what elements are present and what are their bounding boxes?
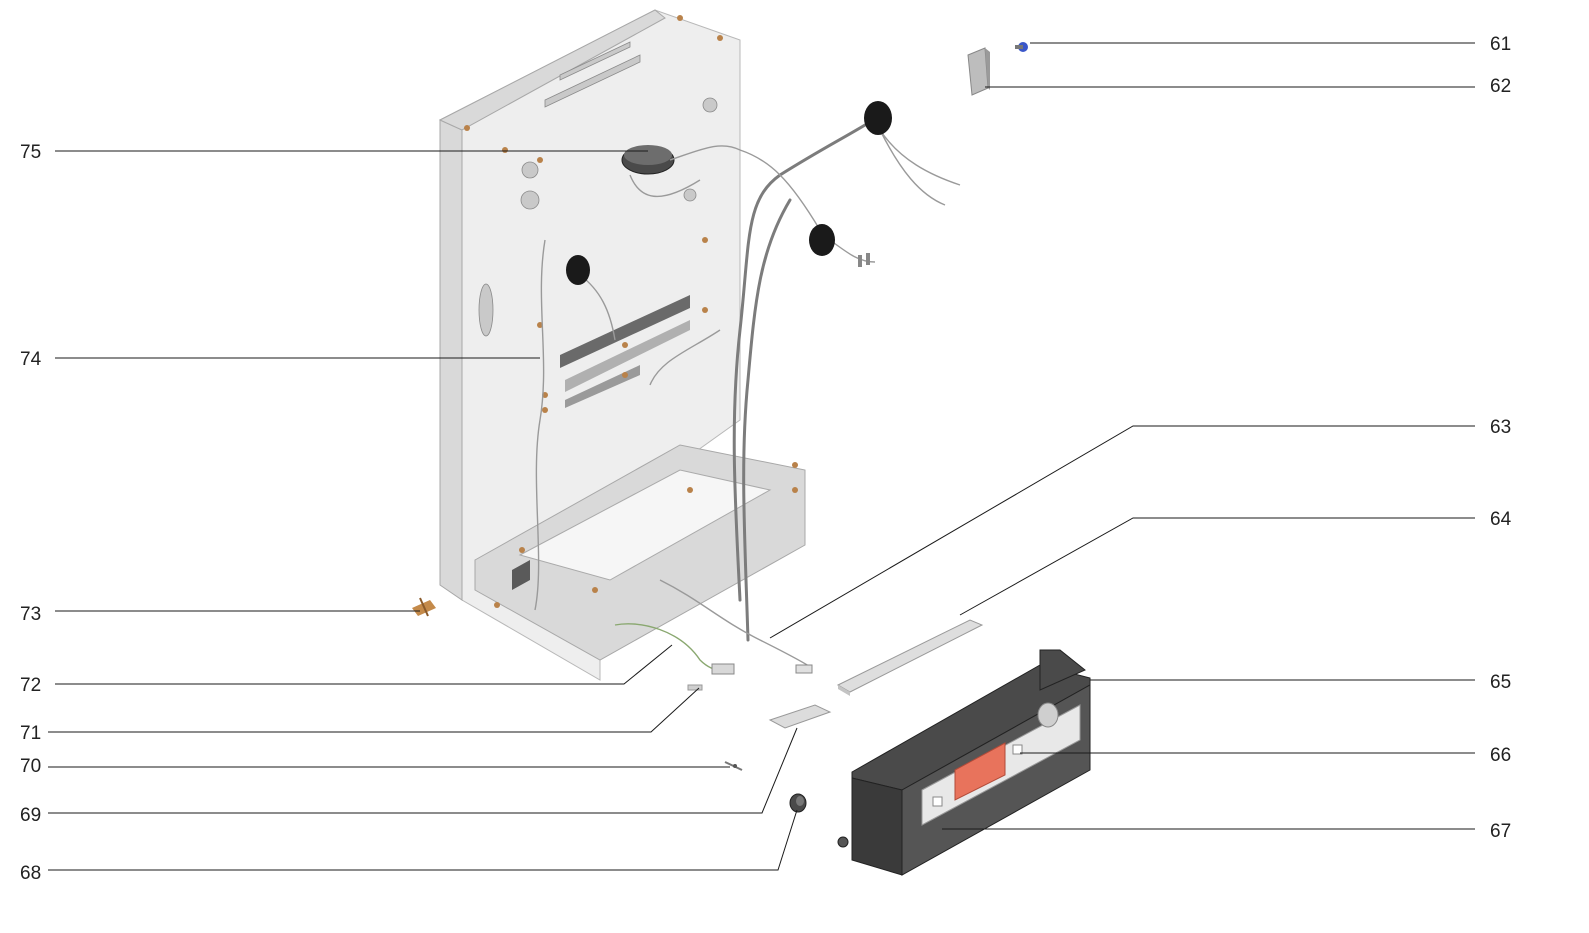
callout-62: 62 — [1490, 76, 1511, 97]
callout-63: 63 — [1490, 417, 1511, 438]
callout-74: 74 — [20, 349, 42, 370]
screw-part — [1015, 42, 1028, 52]
pressure-switch-part — [621, 145, 741, 197]
pin-part — [724, 761, 743, 771]
callout-72: 72 — [20, 675, 41, 696]
leader-71 — [48, 687, 700, 733]
control-box-part — [837, 649, 1091, 876]
bracket-part — [967, 47, 990, 96]
leader-68 — [48, 809, 798, 871]
leader-64 — [959, 517, 1475, 616]
leader-69 — [48, 727, 798, 814]
leader-lines — [48, 42, 1475, 871]
callout-66: 66 — [1490, 745, 1511, 766]
callout-64: 64 — [1490, 509, 1512, 530]
pcb-strip-part — [836, 619, 984, 696]
sensor-cable-part — [614, 579, 813, 675]
callout-65: 65 — [1490, 672, 1511, 693]
callout-labels: 61 62 63 64 65 66 67 68 69 70 71 72 73 7… — [20, 34, 1512, 884]
leader-72 — [55, 644, 673, 685]
circuit-board-part — [768, 704, 832, 729]
chassis-frame — [438, 9, 806, 681]
callout-73: 73 — [20, 604, 41, 625]
knob-part — [789, 793, 807, 813]
clip-part — [687, 684, 703, 691]
callout-69: 69 — [20, 805, 41, 826]
callout-68: 68 — [20, 863, 41, 884]
callout-61: 61 — [1490, 34, 1511, 55]
wiring-harness-part — [534, 101, 961, 642]
callout-75: 75 — [20, 142, 41, 163]
callout-70: 70 — [20, 756, 41, 777]
connector-part — [412, 597, 436, 617]
leader-63 — [769, 425, 1475, 639]
callout-67: 67 — [1490, 821, 1511, 842]
callout-71: 71 — [20, 723, 41, 744]
